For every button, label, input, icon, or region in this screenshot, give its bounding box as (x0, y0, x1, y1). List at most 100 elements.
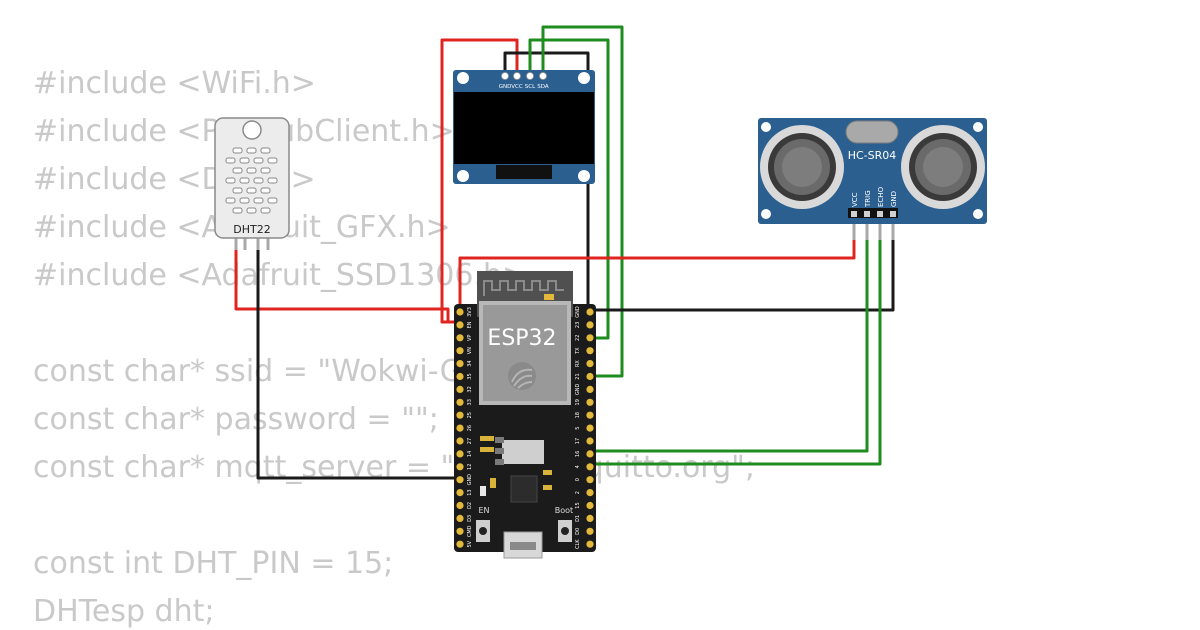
en-button-label: EN (478, 506, 489, 515)
esp32-devkit[interactable]: ESP32 EN Boot 3V3ENVPVN34353233252627141… (454, 271, 596, 559)
esp32-pin[interactable] (586, 411, 594, 419)
esp32-pin-label: 26 (467, 425, 473, 431)
esp32-pin-label: 15 (575, 502, 581, 508)
esp32-pin[interactable] (586, 385, 594, 393)
esp32-pin-label: D1 (575, 515, 581, 522)
wire-hcsr04-trig[interactable] (588, 220, 869, 453)
esp32-pin-label: D2 (467, 502, 473, 509)
esp32-pin-label: 12 (467, 464, 473, 470)
esp32-pin[interactable] (456, 514, 464, 523)
esp32-pin[interactable] (456, 334, 464, 342)
esp32-pin-label: 18 (575, 412, 581, 418)
esp32-pin-label: CLK (575, 539, 581, 549)
esp32-pin[interactable] (586, 463, 594, 471)
oled-pin-header (501, 72, 547, 80)
esp32-pin[interactable] (586, 334, 594, 342)
esp32-pin-label: 4 (575, 465, 581, 468)
wire-hcsr04-echo[interactable] (588, 220, 882, 466)
esp32-pin[interactable] (586, 347, 594, 355)
esp32-pin-label: 19 (575, 399, 581, 405)
esp32-pin[interactable] (586, 372, 594, 381)
esp32-pin-label: 22 (575, 335, 581, 341)
esp32-pin[interactable] (456, 463, 464, 471)
esp32-pin[interactable] (586, 540, 594, 548)
oled-display[interactable]: GND VCC SCL SDA (453, 70, 595, 184)
esp32-pin[interactable] (586, 360, 594, 368)
esp32-pin-label: 3V3 (467, 307, 473, 317)
esp32-pin[interactable] (456, 321, 464, 329)
oled-pin-label: GND (499, 84, 512, 90)
esp32-pin-label: 35 (467, 373, 473, 379)
oled-pin-label: VCC (511, 84, 523, 90)
transducer-left (760, 125, 844, 209)
esp32-pin-label: EN (467, 321, 473, 328)
code-line: const int DHT_PIN = 15; (33, 546, 394, 581)
en-button[interactable] (476, 520, 490, 542)
esp32-pin[interactable] (586, 321, 594, 329)
esp32-pin[interactable] (456, 385, 464, 393)
hcsr04-pin-label: ECHO (877, 186, 885, 207)
wire-oled-sda[interactable] (541, 25, 624, 378)
esp32-pin[interactable] (456, 540, 464, 548)
esp32-pin[interactable] (586, 514, 594, 523)
esp32-pin-label: D3 (467, 515, 473, 522)
esp32-pin[interactable] (456, 347, 464, 355)
esp32-pin[interactable] (586, 437, 594, 445)
esp32-pin-label: GND (575, 384, 581, 396)
wire-oled-scl[interactable] (528, 38, 610, 340)
esp32-pin[interactable] (456, 450, 464, 458)
esp32-module: ESP32 (477, 271, 573, 405)
esp32-pin[interactable] (456, 489, 464, 497)
esp32-pin[interactable] (586, 308, 594, 316)
esp32-pin[interactable] (586, 450, 594, 458)
esp32-pin[interactable] (586, 527, 594, 535)
esp32-pin[interactable] (456, 372, 464, 381)
esp32-pin-label: 21 (575, 373, 581, 379)
esp32-pin[interactable] (586, 424, 594, 432)
esp32-pin[interactable] (456, 308, 464, 316)
esp32-pin-label: 5 (575, 427, 581, 430)
esp32-pin[interactable] (586, 489, 594, 497)
esp32-pin-label: 23 (575, 322, 581, 328)
esp32-pin[interactable] (456, 360, 464, 368)
hcsr04-pin-label: TRIG (864, 190, 872, 208)
esp32-pin-label: 0 (575, 478, 581, 481)
code-line: DHTesp dht; (33, 594, 215, 629)
esp32-pin[interactable] (456, 424, 464, 432)
boot-button[interactable] (558, 520, 572, 542)
wire-dht-vcc[interactable] (234, 248, 462, 324)
esp32-left-pin-header[interactable]: 3V3ENVPVN343532332526271412GND13D2D3CMD5… (456, 307, 473, 548)
usb-connector (503, 531, 543, 559)
esp32-pin-label: 25 (467, 412, 473, 418)
esp32-pin[interactable] (586, 398, 594, 406)
esp32-pin-label: 16 (575, 451, 581, 457)
esp32-pin[interactable] (456, 411, 464, 419)
esp32-pin[interactable] (586, 501, 594, 510)
esp32-pin[interactable] (456, 476, 464, 484)
hcsr04-sensor[interactable]: HC-SR04 VCC TRIG ECHO GND (758, 118, 987, 240)
esp32-pin-label: 33 (467, 399, 473, 405)
esp32-pin-label: 34 (467, 360, 473, 366)
esp32-pin[interactable] (456, 527, 464, 535)
esp32-pin-label: 13 (467, 489, 473, 495)
esp32-label: ESP32 (487, 326, 556, 351)
esp32-pin-label: GND (467, 474, 473, 486)
hcsr04-label: HC-SR04 (848, 149, 897, 162)
code-line: #include <WiFi.h> (33, 66, 316, 101)
esp32-pin[interactable] (456, 398, 464, 406)
esp32-pin-label: 14 (467, 451, 473, 457)
esp32-pin[interactable] (456, 437, 464, 445)
dht22-sensor[interactable]: DHT22 (214, 117, 290, 250)
esp32-pin-label: CMD (467, 525, 473, 537)
esp32-pin[interactable] (456, 501, 464, 510)
boot-button-label: Boot (555, 506, 573, 515)
wire-hcsr04-gnd[interactable] (588, 220, 895, 312)
esp32-pin-label: D0 (575, 528, 581, 535)
wire-dht-data[interactable] (256, 248, 462, 480)
esp32-pin-label: 2 (575, 491, 581, 494)
esp32-pin[interactable] (586, 476, 594, 484)
esp32-pin-label: RX (575, 360, 581, 367)
esp32-pin-label: 5V (467, 540, 473, 547)
